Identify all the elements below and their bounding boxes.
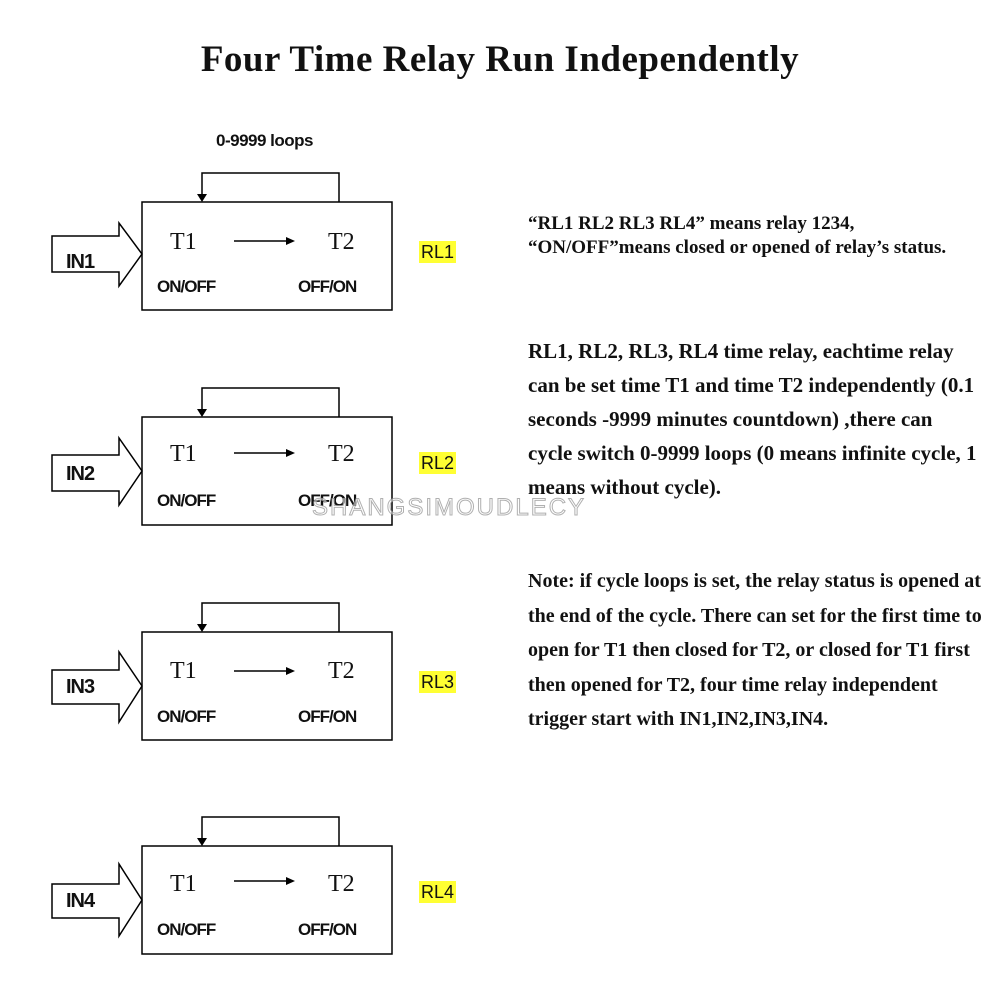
t2-label: T2 <box>328 658 355 684</box>
timer-box-4 <box>141 845 393 955</box>
relay-label: RL1 <box>419 241 457 263</box>
input-label: IN3 <box>66 676 95 698</box>
timer-box-2 <box>141 416 393 526</box>
loop-line-3 <box>201 602 340 632</box>
input-label: IN4 <box>66 890 95 912</box>
state-on-off-label: ON/OFF <box>157 491 216 510</box>
relay-unit-2-graphic <box>51 387 393 526</box>
diagram-title: Four Time Relay Run Independently <box>200 39 800 80</box>
legend-paragraph: “RL1 RL2 RL3 RL4” means relay 1234, “ON/… <box>528 213 947 258</box>
state-on-off-label: ON/OFF <box>157 277 216 296</box>
transition-arrowhead-3 <box>286 667 295 675</box>
relay-label: RL3 <box>419 671 457 693</box>
t2-label: T2 <box>328 441 355 467</box>
relay-unit-4-graphic <box>51 816 393 955</box>
relay-label: RL2 <box>419 452 457 474</box>
state-off-on-label: OFF/ON <box>298 920 357 939</box>
loop-arrowhead-2 <box>197 409 207 417</box>
input-arrow-2 <box>51 435 143 508</box>
t1-label: T1 <box>170 871 197 897</box>
loop-line-1 <box>201 172 340 202</box>
note-paragraph: Note: if cycle loops is set, the relay s… <box>528 570 982 730</box>
loop-arrowhead-3 <box>197 624 207 632</box>
state-on-off-label: ON/OFF <box>157 920 216 939</box>
relay-unit-4: IN4 T1 T2 ON/OFF OFF/ON RL4 <box>0 814 480 989</box>
relay-label: RL4 <box>419 881 457 903</box>
input-arrow-1 <box>51 220 143 289</box>
description-paragraph: RL1, RL2, RL3, RL4 time relay, eachtime … <box>528 339 977 499</box>
t2-label: T2 <box>328 229 355 255</box>
relay-unit-2: IN2 T1 T2 ON/OFF OFF/ON RL2 <box>0 385 480 560</box>
transition-arrowhead-4 <box>286 877 295 885</box>
loops-label: 0-9999 loops <box>216 131 314 150</box>
watermark: SHANGSIMOUDLECY <box>311 494 587 522</box>
loop-arrowhead-1 <box>197 194 207 202</box>
loop-line-4 <box>201 816 340 846</box>
relay-unit-3-graphic <box>51 602 393 741</box>
transition-arrowhead-1 <box>286 237 295 245</box>
input-label: IN1 <box>66 251 95 273</box>
loop-line-2 <box>201 387 340 417</box>
transition-arrowhead-2 <box>286 449 295 457</box>
t1-label: T1 <box>170 229 197 255</box>
timer-box-3 <box>141 631 393 741</box>
relay-unit-3: IN3 T1 T2 ON/OFF OFF/ON RL3 <box>0 600 480 775</box>
input-label: IN2 <box>66 463 95 485</box>
input-arrow-4 <box>51 861 143 939</box>
state-off-on-label: OFF/ON <box>298 277 357 296</box>
state-off-on-label: OFF/ON <box>298 707 357 726</box>
timer-box-1 <box>141 201 393 311</box>
state-off-on-label: OFF/ON <box>298 491 357 510</box>
relay-unit-1-graphic <box>51 172 393 311</box>
relay-unit-1: IN1 T1 T2 ON/OFF OFF/ON RL1 <box>0 170 480 345</box>
input-arrow-3 <box>51 649 143 725</box>
loop-arrowhead-4 <box>197 838 207 846</box>
t2-label: T2 <box>328 871 355 897</box>
t1-label: T1 <box>170 441 197 467</box>
state-on-off-label: ON/OFF <box>157 707 216 726</box>
t1-label: T1 <box>170 658 197 684</box>
